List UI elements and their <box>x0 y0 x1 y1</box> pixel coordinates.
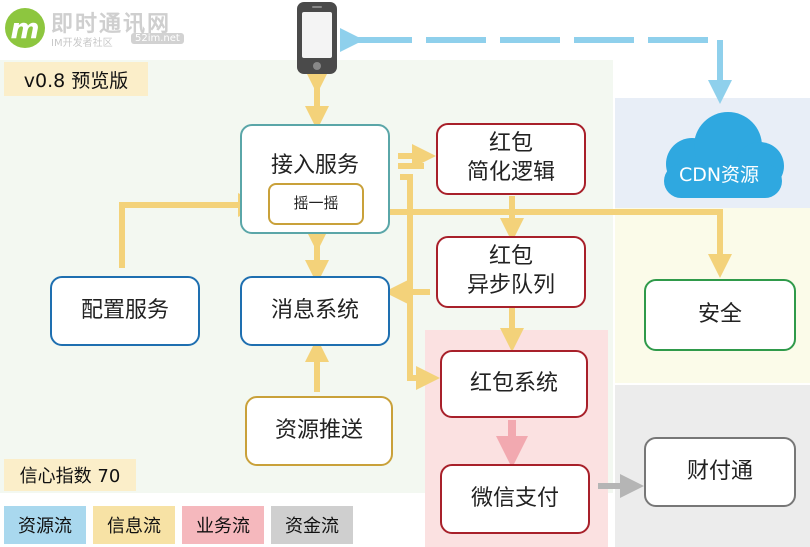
security-node: 安全 <box>644 279 796 351</box>
wechat-pay-node: 微信支付 <box>440 464 590 534</box>
message-system-label: 消息系统 <box>270 297 359 323</box>
resource-push-label: 资源推送 <box>274 417 363 443</box>
redpacket-queue-label: 红包 异步队列 <box>466 244 555 298</box>
version-tag: v0.8 预览版 <box>4 62 148 96</box>
info-flow-lines <box>119 70 732 392</box>
resource-flow-line <box>340 28 732 104</box>
mobile-phone-icon <box>297 2 337 74</box>
cdn-cloud-icon: CDN资源 <box>644 108 794 202</box>
confidence-tag: 信心指数 70 <box>4 459 136 491</box>
logo-subtitle: IM开发者社区 <box>51 38 113 49</box>
legend-fund-flow: 资金流 <box>271 506 353 544</box>
logo-name: 即时通讯网 <box>51 12 172 37</box>
site-logo: m 即时通讯网 IM开发者社区 52im.net <box>5 6 195 50</box>
tenpay-label: 财付通 <box>686 458 753 484</box>
logo-site: 52im.net <box>131 33 184 44</box>
security-label: 安全 <box>697 301 742 327</box>
shake-node: 摇一摇 <box>268 183 364 225</box>
legend-business-flow: 业务流 <box>182 506 264 544</box>
redpacket-logic-label: 红包 简化逻辑 <box>466 131 555 185</box>
wechat-pay-label: 微信支付 <box>470 485 559 511</box>
config-service-label: 配置服务 <box>80 297 169 323</box>
cdn-label: CDN资源 <box>678 164 760 186</box>
access-service-label: 接入服务 <box>270 153 359 178</box>
redpacket-system-node: 红包系统 <box>440 350 588 418</box>
config-service-node: 配置服务 <box>50 276 200 346</box>
legend-resource-flow: 资源流 <box>4 506 86 544</box>
redpacket-system-label: 红包系统 <box>469 370 558 396</box>
resource-push-node: 资源推送 <box>245 396 393 466</box>
legend-info-flow: 信息流 <box>93 506 175 544</box>
redpacket-logic-node: 红包 简化逻辑 <box>436 123 586 195</box>
tenpay-node: 财付通 <box>644 437 796 507</box>
redpacket-queue-node: 红包 异步队列 <box>436 236 586 308</box>
logo-mark-icon: m <box>5 8 45 48</box>
shake-label: 摇一摇 <box>293 194 339 213</box>
message-system-node: 消息系统 <box>240 276 390 346</box>
